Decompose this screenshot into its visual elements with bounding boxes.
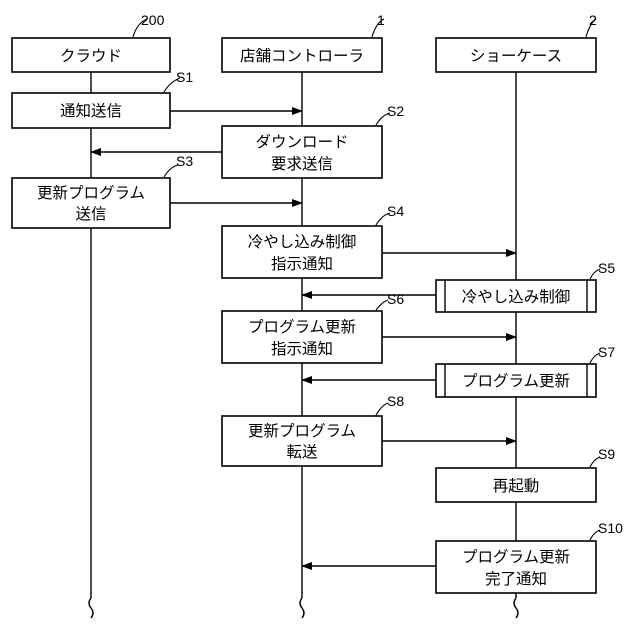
step-label: 完了通知 (485, 570, 547, 588)
step-s8: 更新プログラム 転送 S8 (222, 393, 404, 466)
participant-cloud: クラウド 200 (12, 12, 170, 72)
step-s7: プログラム更新 S7 (436, 344, 615, 397)
step-id: S2 (387, 103, 404, 119)
step-label: 更新プログラム (248, 422, 356, 440)
participant-label: 店舗コントローラ (240, 47, 364, 65)
step-label: 更新プログラム (37, 184, 145, 202)
participant-ref: 200 (141, 12, 165, 28)
step-id: S9 (598, 446, 615, 462)
step-id: S7 (598, 344, 615, 360)
participant-label: クラウド (60, 47, 122, 65)
step-label: プログラム更新 (248, 318, 356, 336)
lifeline-end-store-controller (300, 598, 304, 618)
step-id: S1 (176, 69, 193, 85)
step-label: 要求送信 (271, 155, 333, 173)
step-s1: 通知送信 S1 (12, 69, 193, 128)
lifeline-end-showcase (514, 598, 518, 618)
step-s6: プログラム更新 指示通知 S6 (222, 291, 404, 363)
participant-store-controller: 店舗コントローラ 1 (222, 12, 385, 72)
lifeline-end-cloud (89, 598, 93, 618)
step-label: 送信 (75, 205, 106, 223)
step-label: 再起動 (493, 477, 540, 495)
step-id: S6 (387, 291, 404, 307)
participant-ref: 2 (589, 12, 597, 28)
step-label: ダウンロード (255, 133, 348, 151)
step-id: S5 (598, 260, 615, 276)
step-label: プログラム更新 (462, 548, 570, 566)
step-s10: プログラム更新 完了通知 S10 (436, 520, 623, 593)
participant-ref: 1 (377, 12, 385, 28)
step-s3: 更新プログラム 送信 S3 (12, 153, 193, 228)
step-s4: 冷やし込み制御 指示通知 S4 (222, 203, 404, 278)
step-s5: 冷やし込み制御 S5 (436, 260, 615, 312)
step-id: S8 (387, 393, 404, 409)
step-id: S4 (387, 203, 404, 219)
step-label: 冷やし込み制御 (248, 233, 357, 251)
step-s9: 再起動 S9 (436, 446, 615, 502)
step-label: 指示通知 (271, 255, 333, 273)
step-label: 指示通知 (271, 340, 333, 358)
step-label: 冷やし込み制御 (462, 288, 571, 306)
step-label: 転送 (286, 443, 318, 461)
participant-label: ショーケース (470, 47, 562, 65)
step-label: プログラム更新 (462, 372, 570, 390)
step-id: S3 (176, 153, 193, 169)
step-label: 通知送信 (60, 102, 122, 120)
step-id: S10 (598, 520, 623, 536)
participant-showcase: ショーケース 2 (436, 12, 597, 72)
step-s2: ダウンロード 要求送信 S2 (222, 103, 404, 178)
